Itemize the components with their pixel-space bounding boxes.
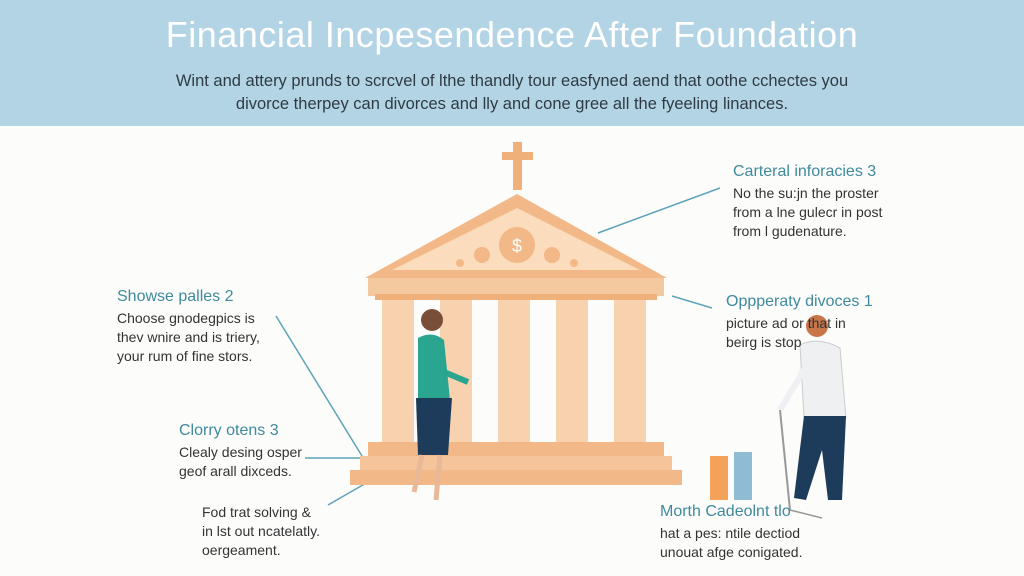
callout-text: your rum of fine stors. bbox=[117, 348, 253, 364]
callout-left-middle: Clorry otens 3 Clealy desing osper geof … bbox=[179, 421, 302, 481]
callout-text: beirg is stop bbox=[726, 334, 802, 350]
callout-text: geof arall dixceds. bbox=[179, 463, 292, 479]
callout-text: unouat afge conigated. bbox=[660, 544, 803, 560]
callout-text: Clealy desing osper bbox=[179, 444, 302, 460]
page-subtitle: Wint and attery prunds to scrcvel of lth… bbox=[130, 70, 894, 116]
callout-text: Fod trat solving & bbox=[202, 504, 311, 520]
callout-text: in lst out ncatelatly. bbox=[202, 523, 321, 539]
callout-text: from a lne gulecr in post bbox=[733, 204, 883, 220]
callout-text: thev wnire and is triery, bbox=[117, 329, 260, 345]
callout-left-top: Showse palles 2 Choose gnodegpics is the… bbox=[117, 287, 260, 366]
callout-text: hat a pes: ntile dectiod bbox=[660, 525, 801, 541]
callout-heading: Showse palles 2 bbox=[117, 288, 234, 305]
callout-heading: Morth Cadeolnt tlo bbox=[660, 503, 791, 520]
woman-figure-icon bbox=[411, 309, 470, 501]
header-banner: Financial Incpesendence After Foundation… bbox=[0, 0, 1024, 126]
page-title: Financial Incpesendence After Foundation bbox=[165, 14, 859, 55]
callout-text: No the su:jn the proster bbox=[733, 185, 879, 201]
man-figure-icon bbox=[777, 315, 847, 519]
callout-text: from l gudenature. bbox=[733, 223, 847, 239]
callout-heading: Carteral inforacies 3 bbox=[733, 163, 877, 180]
callout-top-right: Carteral inforacies 3 No the su:jn the p… bbox=[733, 162, 882, 241]
connector-lines bbox=[275, 187, 721, 506]
callout-right-middle: Oppperaty divoces 1 picture ad or that i… bbox=[726, 292, 873, 352]
svg-text:$: $ bbox=[512, 236, 522, 256]
temple-icon: $ bbox=[350, 142, 682, 485]
subtitle-line: divorce therpey can divorces and lly and… bbox=[235, 95, 789, 113]
subtitle-line: Wint and attery prunds to scrcvel of lth… bbox=[175, 72, 849, 90]
callout-text: Choose gnodegpics is bbox=[117, 310, 255, 326]
callout-text: oergeament. bbox=[202, 542, 281, 558]
coin-stacks-icon bbox=[710, 452, 752, 500]
callout-bottom-right: Morth Cadeolnt tlo hat a pes: ntile dect… bbox=[660, 502, 802, 562]
callout-text: picture ad or that in bbox=[726, 315, 846, 331]
callout-heading: Clorry otens 3 bbox=[179, 422, 279, 439]
callout-left-bottom: Fod trat solving & in lst out ncatelatly… bbox=[202, 503, 320, 560]
callout-heading: Oppperaty divoces 1 bbox=[726, 293, 873, 310]
